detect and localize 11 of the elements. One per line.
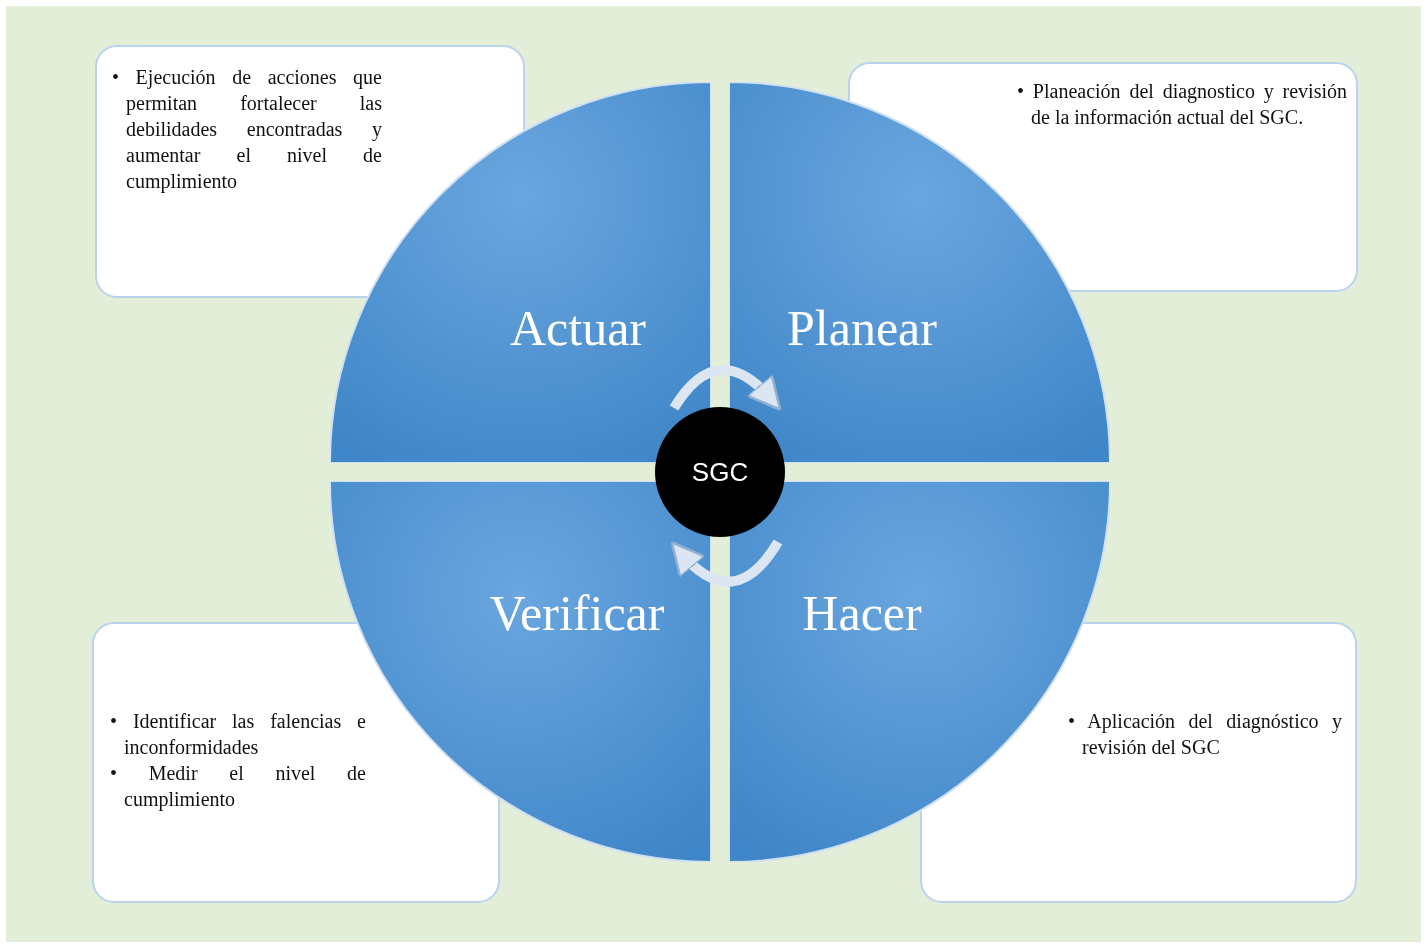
stage-label: Actuar <box>510 299 646 357</box>
bullet-text: • Planeación del diagnostico y revisión de la información actual del SGC. <box>1017 79 1347 130</box>
cycle-arrow <box>670 539 783 587</box>
bullet-text: • Aplicación del diagnóstico y revisión del SGC <box>1068 709 1342 760</box>
bullet-text: • Medir el nivel de cumplimiento <box>110 761 366 812</box>
bullet-text: • Ejecución de acciones que permitan fortalecer las debilidades encontradas y aumentar el nivel de cumplimiento <box>112 65 382 194</box>
stage-label: Planear <box>787 299 937 357</box>
hub-label: SGC <box>691 456 749 488</box>
stage-label: Verificar <box>489 584 665 642</box>
bullet-text: • Identificar las falencias e inconformidades <box>110 709 366 760</box>
stage-label: Hacer <box>802 584 922 642</box>
